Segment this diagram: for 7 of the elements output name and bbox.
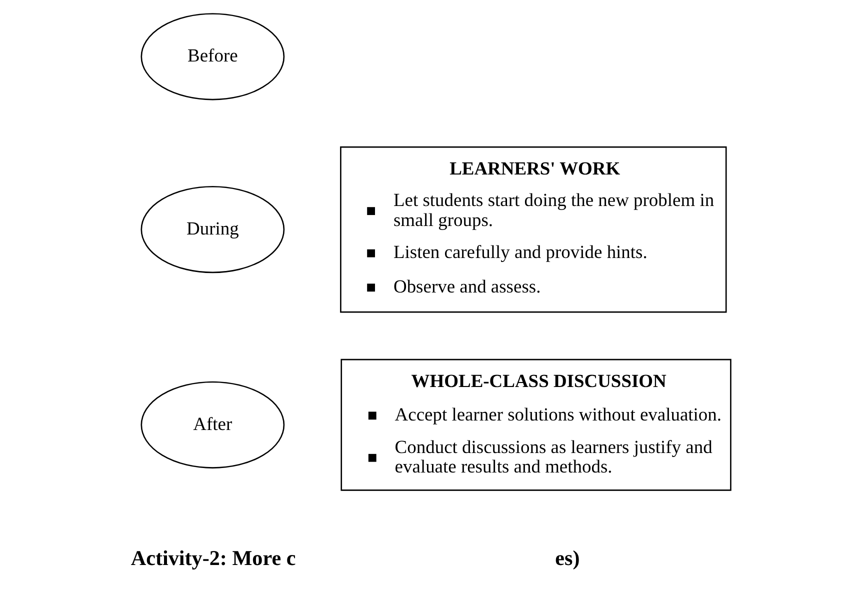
node-ellipse: During bbox=[140, 186, 284, 274]
node-ellipse: Before bbox=[140, 13, 284, 100]
node-ellipse: After bbox=[140, 381, 284, 468]
node-box: LEARNERS' WORK Let students start doing the new problem in small groups. Listen carefully and provide hints. Observe and assess. bbox=[340, 146, 726, 313]
node-box: WHOLE-CLASS DISCUSSION Accept learner solutions without evaluation. Conduct discussions as learners justify and evaluate results and methods. bbox=[340, 358, 731, 491]
label: es) bbox=[554, 546, 580, 570]
label: Activity-2: More c bbox=[130, 546, 296, 570]
